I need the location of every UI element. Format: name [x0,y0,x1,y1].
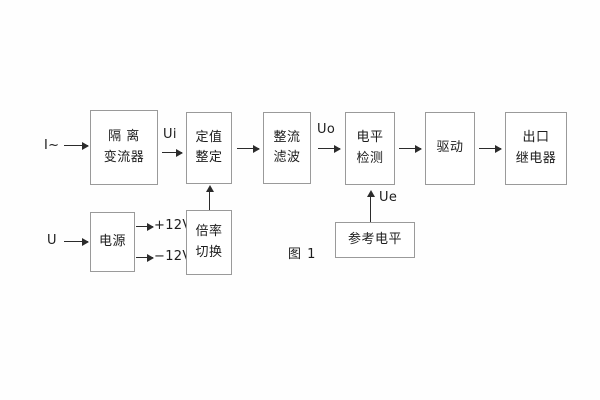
block-power-supply: 电源 [90,212,135,272]
arrow-isolation-to-setting [162,148,183,157]
arrow-drive-to-output-relay [479,144,502,153]
arrow-current-to-isolation [64,141,89,150]
signal-uo-label: Uo [317,122,336,137]
block-rectify-filter-line-2: 滤波 [273,150,301,165]
rail-negative-label: −12V [154,249,192,264]
block-isolation-transformer-line-1: 隔 离 [108,129,140,145]
arrow-setting-to-rectify [237,144,260,153]
block-output-relay-line-2: 继电器 [515,150,557,166]
block-drive-line-1: 驱动 [436,140,464,156]
arrow-level-to-drive [399,144,422,153]
signal-ui-label: Ui [163,127,177,142]
block-level-detection-line-2: 检测 [356,150,384,166]
block-level-detection: 电平 检测 [345,112,395,185]
block-rectify-filter: 整流 滤波 [263,112,311,184]
block-power-supply-line-1: 电源 [98,233,126,249]
block-multiplier-switch-line-1: 倍率 [195,224,223,240]
arrow-rectify-to-level [318,144,341,153]
rail-positive-label: +12V [154,218,192,233]
arrow-rail-positive [136,222,154,231]
input-current-label: I~ [44,138,60,153]
arrow-reference-to-level [366,190,375,222]
block-setting-value: 定值 整定 [186,112,232,184]
figure-caption: 图 1 [288,247,317,262]
signal-ue-label: Ue [379,190,398,205]
block-isolation-transformer-line-2: 变流器 [103,149,145,165]
block-setting-value-line-2: 整定 [195,150,223,165]
block-drive: 驱动 [425,112,475,185]
block-isolation-transformer: 隔 离 变流器 [90,110,158,185]
block-setting-value-line-1: 定值 [195,129,223,145]
block-output-relay-line-1: 出口 [522,130,550,146]
block-level-detection-line-1: 电平 [356,130,384,146]
block-reference-level: 参考电平 [335,222,415,258]
block-reference-level-line-1: 参考电平 [347,231,402,247]
input-voltage-label: U [47,233,57,248]
block-output-relay: 出口 继电器 [505,112,567,185]
block-multiplier-switch: 倍率 切换 [186,210,232,275]
arrow-voltage-to-power-supply [64,237,89,246]
block-rectify-filter-line-1: 整流 [273,129,301,145]
arrow-rail-negative [136,253,154,262]
arrow-multiplier-to-setting [205,185,214,210]
block-multiplier-switch-line-2: 切换 [195,244,223,260]
